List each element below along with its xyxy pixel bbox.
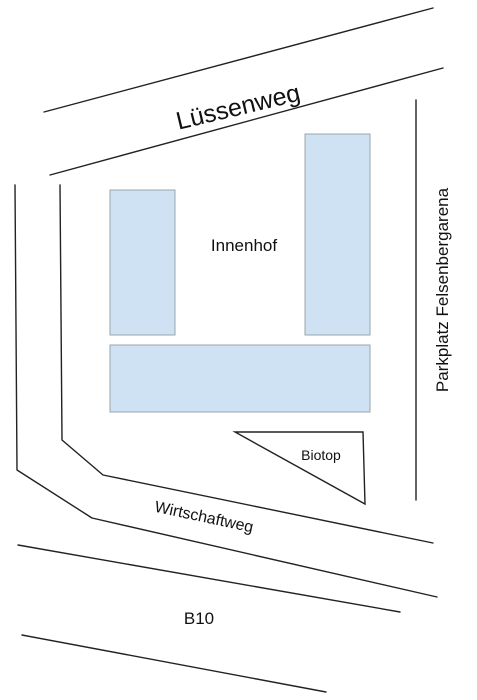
b10-north-edge <box>17 544 401 613</box>
innenhof-label: Innenhof <box>211 236 277 255</box>
luessenweg-north-edge <box>43 7 434 113</box>
wirtschaftweg-outer-edge <box>14 184 438 598</box>
building-west-wing <box>109 189 176 336</box>
wirtschaftweg-inner-edge <box>59 184 434 544</box>
b10-label: B10 <box>184 609 214 628</box>
building-east-wing <box>304 133 371 336</box>
biotop-label: Biotop <box>301 447 341 463</box>
b10-south-edge <box>21 634 327 693</box>
biotop-area <box>232 431 366 506</box>
parkplatz-label: Parkplatz Felsenbergarena <box>433 187 452 392</box>
building-south-wing <box>109 344 371 413</box>
luessenweg-south-edge <box>49 67 444 176</box>
